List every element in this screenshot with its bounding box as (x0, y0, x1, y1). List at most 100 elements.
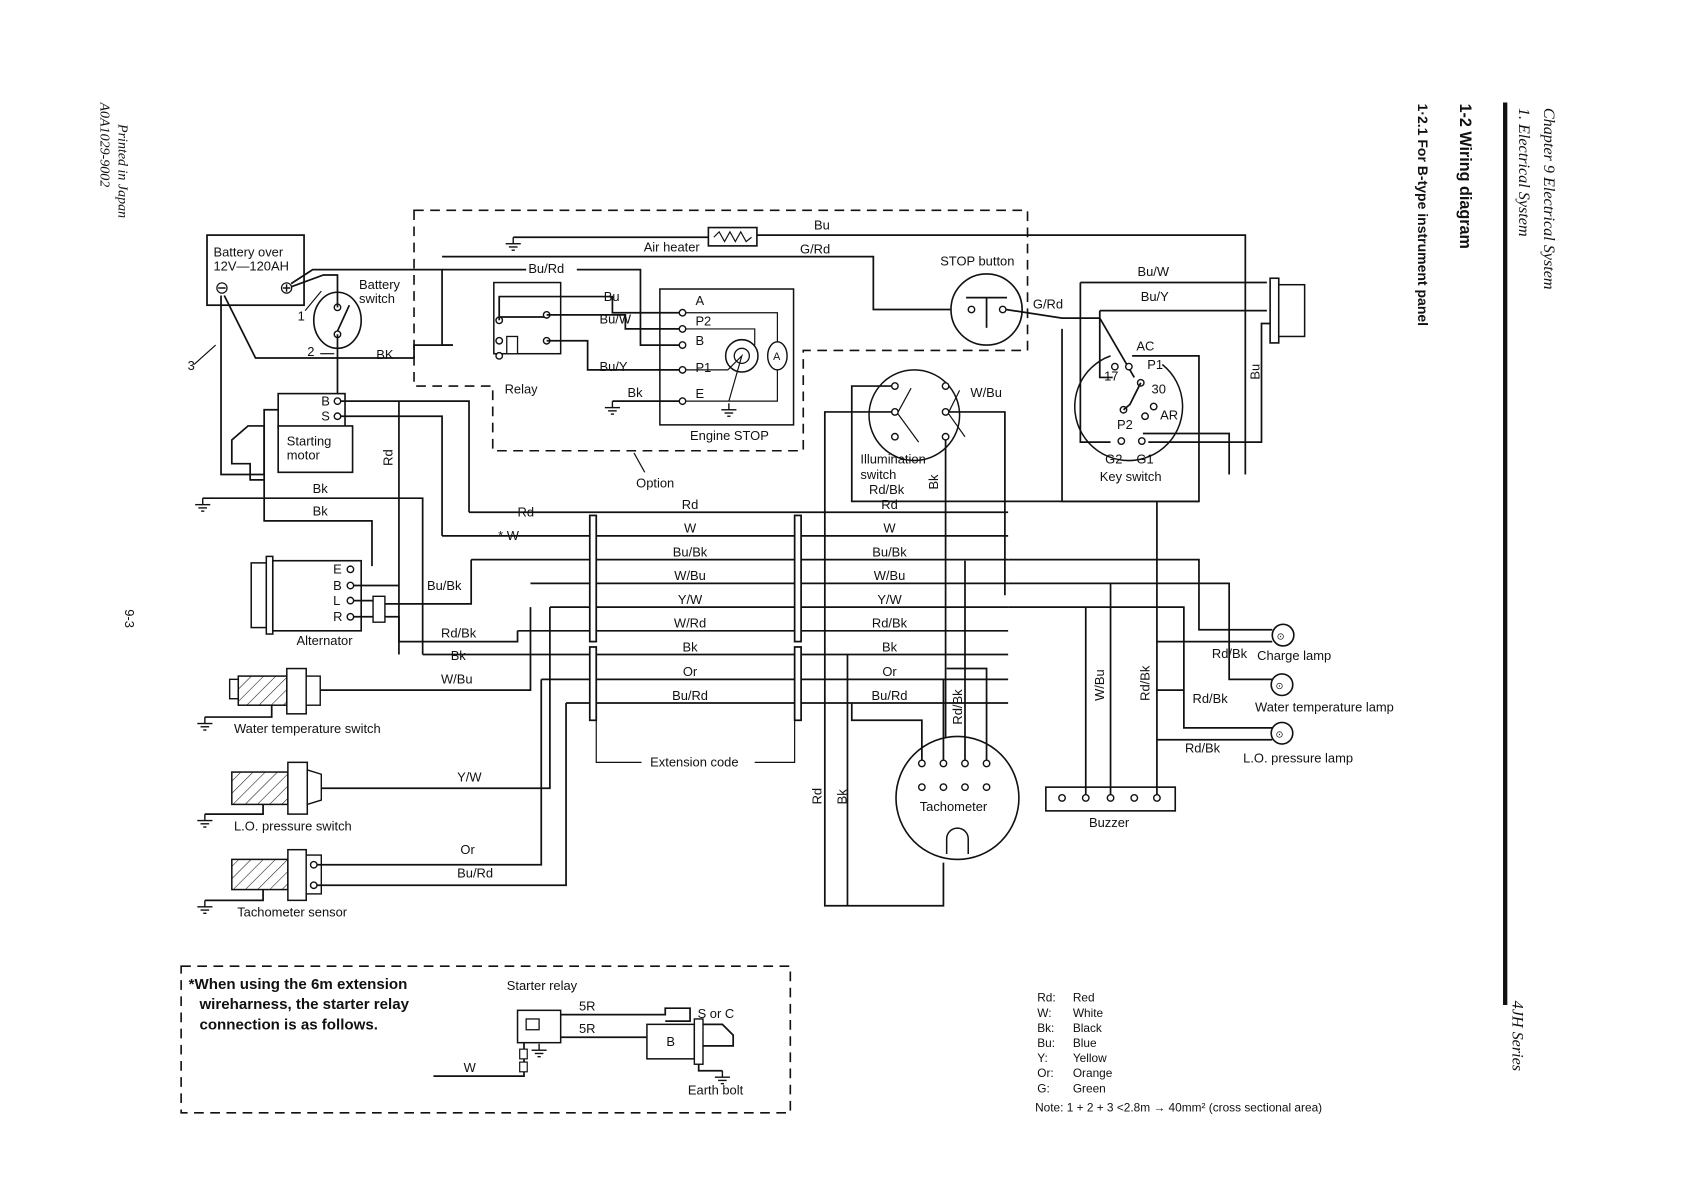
wire-label-buzzer-w-bu: W/Bu (1092, 669, 1107, 701)
legend-color-name: Orange (1073, 1066, 1113, 1080)
harness-label-middle: Bu/Rd (672, 688, 708, 703)
harness-label-middle: Rd (682, 497, 699, 512)
harness-label-right: Rd (881, 497, 898, 512)
wire-label-left-w-bu: W/Bu (441, 672, 473, 687)
page-footer: Printed in Japan A0A1029-9002 9-3 (96, 101, 137, 627)
key-switch-ar: AR (1160, 407, 1178, 422)
harness-label-middle: Y/W (678, 592, 703, 607)
legend-code: Or: (1037, 1066, 1053, 1080)
wire-label-water-lamp: Rd/Bk (1192, 691, 1228, 706)
harness-label-right: W (883, 521, 896, 536)
key-switch-p2: P2 (1117, 417, 1133, 432)
buzzer-label: Buzzer (1089, 815, 1130, 830)
alternator-l: L (333, 593, 340, 608)
wire-label-bu-right: Bu (1247, 364, 1262, 380)
legend-code: Y: (1037, 1051, 1048, 1065)
wire-label-y-w: Y/W (457, 770, 482, 785)
wire-label-5r-1: 5R (579, 998, 596, 1013)
alternator-b: B (333, 578, 342, 593)
wire-label-left-rd-bk: Rd/Bk (441, 625, 477, 640)
battery-negative-terminal: ⊖ (215, 277, 229, 297)
wire-label-charge-lamp: Rd/Bk (1212, 646, 1248, 661)
harness-label-right: Bu/Rd (872, 688, 908, 703)
wire-label-bu-rd-2: Bu/Rd (457, 866, 493, 881)
relay-label: Relay (505, 382, 539, 397)
harness-label-middle: W/Rd (674, 616, 706, 631)
harness-label-right: Y/W (877, 592, 902, 607)
air-heater-label: Air heater (644, 239, 701, 254)
tachometer-pin (917, 783, 926, 792)
engine-stop-label: Engine STOP (690, 428, 769, 443)
lo-pressure-lamp: ⊙ (1270, 721, 1294, 745)
legend-code: W: (1037, 1006, 1051, 1020)
wire-label-g-rd-2: G/Rd (1033, 296, 1063, 311)
wire-label-tacho-rd: Rd (810, 788, 825, 805)
battery: Battery over 12V—120AH ⊖ ⊕ (206, 234, 305, 307)
cable-1-label: 1 (298, 308, 305, 323)
option-enclosure (413, 209, 1029, 452)
note-box (180, 965, 792, 1114)
legend-code: Bk: (1037, 1021, 1054, 1035)
wire-label-g-rd: G/Rd (800, 241, 830, 256)
harness-label-middle: Bu/Bk (673, 544, 708, 559)
legend-note: Note: 1 + 2 + 3 <2.8m → 40mm² (cross sec… (1035, 1101, 1322, 1115)
cable-2-label: 2 (307, 344, 314, 359)
stop-button (950, 273, 1023, 346)
illumination-switch-label: Illumination (860, 452, 925, 467)
engine-stop-terminal-p2: P2 (695, 314, 711, 329)
wire-label-bu: Bu (814, 218, 830, 233)
tachometer-pin (982, 759, 991, 768)
alternator-r: R (333, 609, 342, 624)
lo-pressure-switch-label: L.O. pressure switch (234, 818, 352, 833)
engine-stop-terminal-b: B (695, 333, 704, 348)
section-title: 1. Electrical System (1515, 108, 1532, 237)
page-header: Chapter 9 Electrical System 1. Electrica… (1415, 102, 1557, 1071)
extension-code-label: Extension code (650, 755, 738, 770)
option-leader (633, 452, 646, 473)
wire-label-bk-battery: BK (376, 347, 394, 362)
tachometer-pin (939, 783, 948, 792)
s-or-c-label: S or C (698, 1006, 735, 1021)
wire-label-tacho-rd-bk: Rd/Bk (950, 689, 965, 725)
harness-connector-right (793, 514, 802, 722)
note-line-2: wireharness, the starter relay (198, 996, 409, 1013)
tachometer-sensor (196, 679, 567, 914)
lo-pressure-switch (196, 607, 551, 828)
page-number: 9-3 (122, 609, 137, 628)
key-switch-g2: G2 (1105, 452, 1122, 467)
buzzer (1045, 501, 1177, 812)
harness-label-middle: Or (683, 664, 698, 679)
lo-pressure-lamp-label: L.O. pressure lamp (1243, 750, 1353, 765)
wire-label-or: Or (460, 842, 475, 857)
wire-label-illumination-bk: Bk (926, 474, 941, 490)
illumination-switch (823, 369, 1199, 907)
wire-label-5r-2: 5R (579, 1021, 596, 1036)
legend-code: Rd: (1037, 991, 1055, 1005)
key-switch-30: 30 (1152, 382, 1166, 397)
note-line-3: connection is as follows. (199, 1017, 377, 1034)
key-switch-p1: P1 (1147, 357, 1163, 372)
legend-color-name: Black (1073, 1021, 1102, 1035)
charge-lamp: ⊙ (1271, 623, 1295, 647)
battery-rating: 12V—120AH (213, 259, 288, 274)
starting-motor-s: S (321, 409, 330, 424)
tachometer-pin (939, 759, 948, 768)
lamp-wiring (1008, 558, 1273, 741)
water-temperature-switch (196, 607, 532, 731)
harness-label-right: Or (882, 664, 897, 679)
harness-label-right: Bk (882, 639, 898, 654)
illumination-switch-label-2: switch (860, 467, 896, 482)
option-label: Option (636, 475, 674, 490)
relay (493, 281, 680, 371)
engine-stop-terminal-p1: P1 (695, 360, 711, 375)
note-line-1: *When using the 6m extension (189, 976, 408, 993)
charge-lamp-label: Charge lamp (1257, 648, 1331, 663)
harness-label-right: W/Bu (874, 568, 906, 583)
wire-label-left-bu-bk: Bu/Bk (427, 578, 462, 593)
wire-label-left-bk: Bk (451, 648, 467, 663)
key-switch-ac: AC (1136, 338, 1154, 353)
key-switch-17: 17 (1104, 369, 1118, 384)
